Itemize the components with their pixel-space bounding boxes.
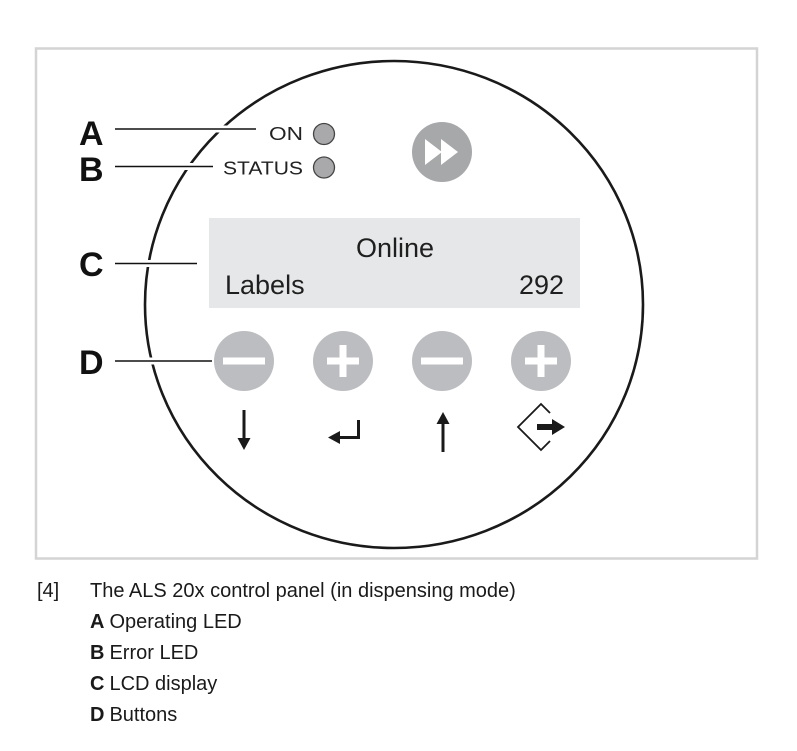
exit-icon [516, 402, 565, 452]
legend-key: B [90, 642, 105, 664]
lcd-display: Online Labels 292 [209, 218, 580, 308]
legend-key: D [90, 704, 105, 726]
button-minus-up[interactable] [412, 331, 472, 391]
arrow-down-icon [237, 410, 251, 450]
legend-key: A [90, 611, 105, 633]
feed-button[interactable] [412, 122, 472, 182]
legend-text: LCD display [109, 673, 218, 695]
lcd-line2-value: 292 [519, 270, 564, 300]
lcd-line2-label: Labels [225, 270, 305, 300]
minus-icon [223, 357, 265, 365]
figure-frame [34, 47, 759, 560]
button-plus-exit[interactable] [511, 331, 571, 391]
legend-key: C [90, 673, 105, 695]
callout-b: B [79, 151, 104, 189]
panel-outline [143, 59, 645, 550]
lcd-line1-status: Online [356, 233, 434, 263]
legend-text: Buttons [109, 704, 178, 726]
status-led-label: STATUS [223, 159, 303, 179]
plus-icon [327, 345, 359, 377]
control-panel-figure: A B C D ON STATUS Online Labels 292 [34, 47, 759, 560]
callout-c: C [79, 246, 104, 284]
arrow-up-icon [436, 412, 450, 452]
minus-icon [421, 357, 463, 365]
figure-number: [4] [37, 580, 60, 602]
callout-a: A [79, 115, 104, 153]
button-plus-enter[interactable] [313, 331, 373, 391]
status-led [312, 156, 336, 179]
plus-icon [525, 345, 557, 377]
callout-d: D [79, 344, 104, 382]
enter-icon [328, 420, 360, 444]
button-minus-down[interactable] [214, 331, 274, 391]
leader-lines [115, 125, 256, 365]
legend-text: Operating LED [109, 611, 242, 633]
caption-title: The ALS 20x control panel (in dispensing… [90, 580, 516, 602]
fast-forward-icon [425, 139, 458, 165]
on-led-label: ON [269, 124, 303, 144]
on-led [312, 122, 336, 146]
legend-text: Error LED [109, 642, 199, 664]
